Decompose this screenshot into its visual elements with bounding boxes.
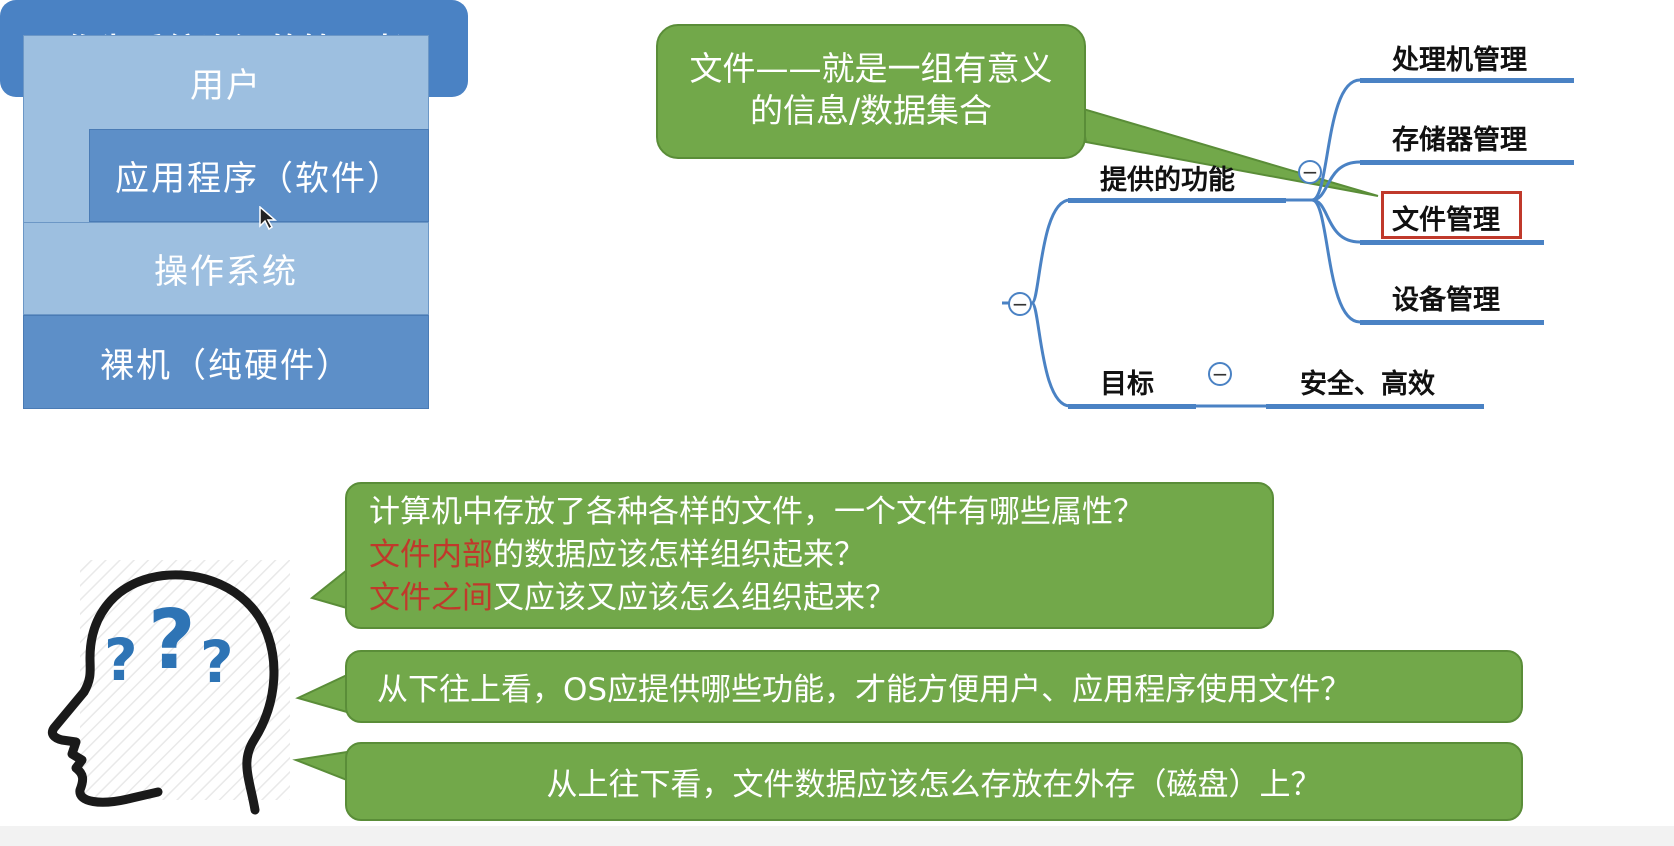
- question-line-internal: 文件内部的数据应该怎样组织起来？: [369, 534, 1272, 577]
- question-top-down-text: 从上往下看，文件数据应该怎么存放在外存（磁盘）上？: [547, 759, 1322, 804]
- question-bubble-bottom-up: 从下往上看，OS应提供哪些功能，才能方便用户、应用程序使用文件？: [345, 650, 1523, 723]
- footer-bar: [0, 826, 1674, 846]
- question-bottom-up-text: 从下往上看，OS应提供哪些功能，才能方便用户、应用程序使用文件？: [377, 664, 1351, 709]
- question-line-between: 文件之间又应该又应该怎么组织起来？: [369, 577, 1272, 620]
- highlight-internal: 文件内部: [369, 537, 493, 573]
- question-bubble-top-down: 从上往下看，文件数据应该怎么存放在外存（磁盘）上？: [345, 742, 1523, 821]
- highlight-between: 文件之间: [369, 580, 493, 616]
- question-bubble-file-attributes: 计算机中存放了各种各样的文件，一个文件有哪些属性？ 文件内部的数据应该怎样组织起…: [345, 482, 1274, 629]
- question-line-attributes: 计算机中存放了各种各样的文件，一个文件有哪些属性？: [369, 491, 1272, 534]
